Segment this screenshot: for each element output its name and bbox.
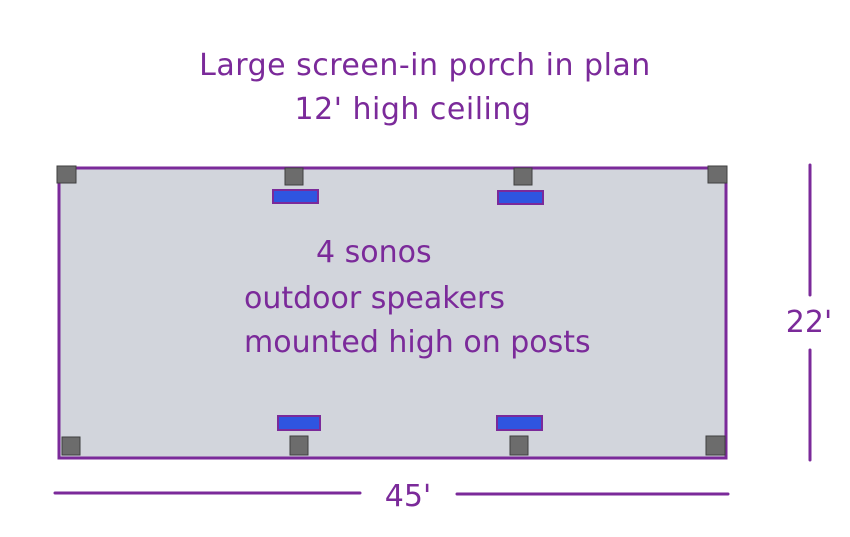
post-bottom-right — [705, 435, 726, 456]
post-bottom-left — [61, 436, 81, 456]
speaker-bottom-right — [496, 415, 543, 431]
post-top-mid-left — [284, 167, 304, 186]
post-top-mid-right — [513, 167, 533, 186]
depth-dimension-label: 22' — [786, 305, 832, 340]
post-top-right — [707, 165, 728, 184]
diagram-subtitle: 12' high ceiling — [294, 92, 532, 127]
width-dimension-label: 45' — [385, 479, 431, 514]
note-line-3: mounted high on posts — [244, 325, 591, 360]
diagram-title: Large screen-in porch in plan — [199, 48, 651, 83]
speaker-top-right — [497, 190, 544, 205]
speaker-top-left — [272, 189, 319, 204]
note-line-2: outdoor speakers — [244, 281, 505, 316]
post-bottom-mid-right — [509, 435, 529, 456]
note-line-1: 4 sonos — [316, 235, 432, 270]
porch-area — [57, 166, 728, 460]
post-top-left — [56, 165, 77, 184]
post-bottom-mid-left — [289, 435, 309, 456]
speaker-bottom-left — [277, 415, 321, 431]
